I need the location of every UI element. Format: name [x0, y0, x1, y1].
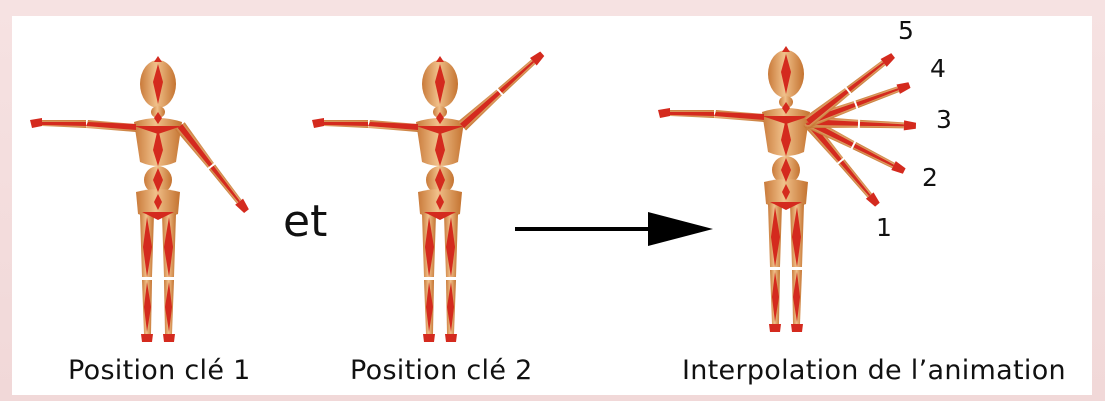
frame-number-2: 2 — [922, 163, 938, 192]
arrow-right-icon — [515, 212, 713, 246]
caption-interpolation: Interpolation de l’animation — [682, 355, 1066, 386]
frame-number-3: 3 — [936, 105, 952, 134]
frame-number-1: 1 — [876, 213, 892, 242]
connector-text: et — [283, 196, 327, 247]
frame-number-4: 4 — [930, 54, 946, 83]
caption-key-position-1: Position clé 1 — [68, 355, 251, 386]
mannequin-key1 — [30, 56, 251, 342]
frame-number-5: 5 — [898, 16, 914, 45]
caption-key-position-2: Position clé 2 — [350, 355, 533, 386]
mannequin-interpolation — [658, 46, 916, 332]
mannequin-key2 — [312, 49, 546, 342]
arm-frame-5 — [804, 51, 896, 127]
